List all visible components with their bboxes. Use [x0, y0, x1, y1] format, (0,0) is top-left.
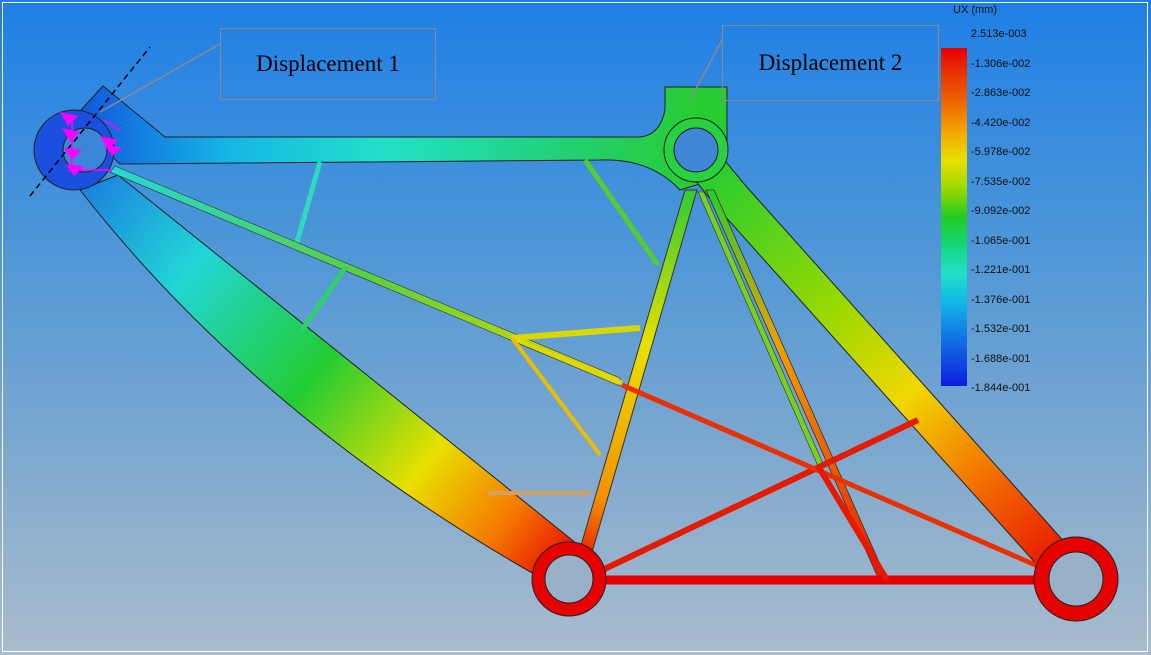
brace-2[interactable]: [299, 266, 348, 332]
brace-3[interactable]: [582, 158, 661, 267]
cross-3[interactable]: [815, 464, 890, 582]
lower-tube[interactable]: [79, 174, 593, 583]
legend-label: -1.065e-001: [971, 234, 1031, 247]
legend-title: UX (mm): [953, 4, 997, 16]
center-strut[interactable]: [574, 189, 698, 567]
legend-label: -1.306e-002: [971, 57, 1031, 70]
left-joint-hole[interactable]: [62, 127, 108, 173]
legend-label: -1.221e-001: [971, 264, 1031, 276]
brace-6[interactable]: [510, 336, 602, 457]
cross-1[interactable]: [594, 417, 920, 576]
brace-1[interactable]: [294, 161, 323, 243]
legend-label: -7.535e-002: [971, 175, 1031, 188]
callout-displacement-1-label: Displacement 1: [256, 51, 400, 76]
cross-2[interactable]: [621, 382, 1041, 570]
callout-displacement-2-label: Displacement 2: [758, 50, 903, 75]
top-joint-hole[interactable]: [673, 127, 719, 173]
callout-2-leader: [689, 39, 723, 101]
bottom-right-joint-hole[interactable]: [1048, 551, 1104, 607]
legend-label: -1.688e-001: [971, 352, 1031, 365]
brace-4[interactable]: [511, 325, 641, 341]
brace-5[interactable]: [511, 336, 623, 385]
legend-label: 2.513e-003: [971, 28, 1027, 40]
callout-displacement-2[interactable]: Displacement 2: [722, 25, 939, 101]
legend-label: -1.376e-001: [971, 293, 1031, 306]
top-tube[interactable]: [71, 85, 728, 191]
legend-label: -2.863e-002: [971, 87, 1031, 99]
legend-label: -5.978e-002: [971, 146, 1031, 158]
legend-color-bar[interactable]: [941, 48, 967, 386]
bottom-left-joint-hole[interactable]: [544, 554, 594, 604]
legend-label: -1.844e-001: [971, 382, 1031, 394]
legend-label: -9.092e-002: [971, 205, 1031, 217]
displacement-arrow-icons[interactable]: [29, 46, 151, 197]
callout-displacement-1[interactable]: Displacement 1: [220, 28, 436, 100]
legend-label: -1.532e-001: [971, 323, 1031, 335]
legend-label: -4.420e-002: [971, 116, 1031, 129]
callout-1-leader: [99, 43, 221, 113]
